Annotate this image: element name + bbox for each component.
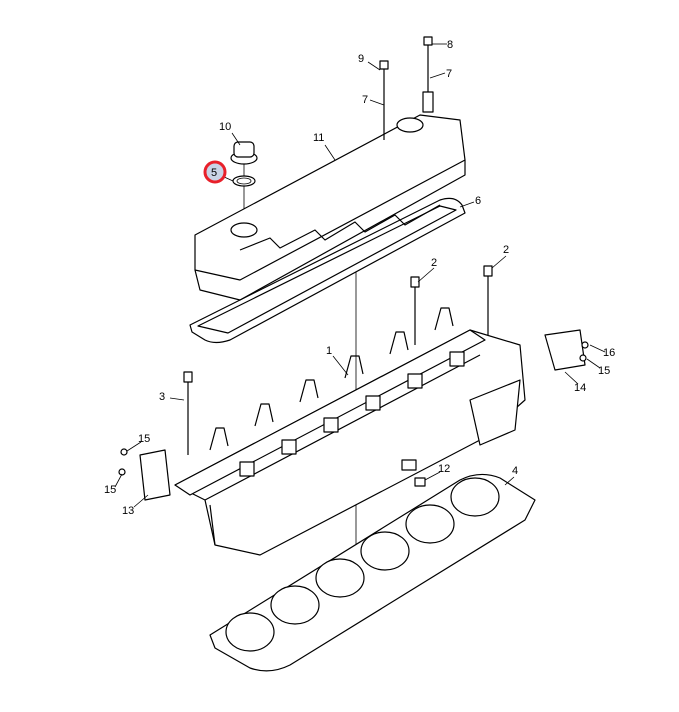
bolt-15-front-top[interactable] xyxy=(120,448,128,456)
cylinder-bore xyxy=(315,558,365,598)
bolt-15-rear[interactable] xyxy=(579,354,587,362)
head-bolt-2a[interactable] xyxy=(410,276,420,345)
cylinder-bore xyxy=(405,504,455,544)
rocker-pedestal xyxy=(344,355,364,379)
rocker-pedestal xyxy=(209,427,229,451)
plug-12[interactable] xyxy=(414,477,426,487)
callout-15[interactable]: 15 xyxy=(598,365,610,377)
o-ring-seal[interactable] xyxy=(232,175,256,187)
rocker-pedestal xyxy=(254,403,274,427)
head-bolt-3[interactable] xyxy=(183,371,193,455)
bolt-16[interactable] xyxy=(581,341,589,349)
callout-14[interactable]: 14 xyxy=(574,382,586,394)
cylinder-bore xyxy=(450,477,500,517)
valve-spring-seat xyxy=(407,373,423,389)
valve-spring-seat xyxy=(365,395,381,411)
callout-2[interactable]: 2 xyxy=(431,257,437,269)
rocker-pedestal xyxy=(434,307,454,331)
callout-13[interactable]: 13 xyxy=(122,505,134,517)
stud-8[interactable] xyxy=(422,36,434,113)
lifting-bracket-rear xyxy=(544,329,586,371)
highlight-ring xyxy=(203,160,227,184)
callout-7[interactable]: 7 xyxy=(362,94,368,106)
cylinder-head[interactable] xyxy=(139,307,586,556)
bolt-15-front-bottom[interactable] xyxy=(118,468,126,476)
callout-15[interactable]: 15 xyxy=(104,484,116,496)
callout-10[interactable]: 10 xyxy=(219,121,231,133)
callout-11[interactable]: 11 xyxy=(313,132,324,144)
callout-6[interactable]: 6 xyxy=(475,195,481,207)
callout-15[interactable]: 15 xyxy=(138,433,150,445)
callout-4[interactable]: 4 xyxy=(512,465,518,477)
rocker-pedestal xyxy=(389,331,409,355)
bolt-9[interactable] xyxy=(379,60,389,140)
lifting-bracket-front xyxy=(139,449,171,501)
sensor xyxy=(401,459,417,471)
oil-filler-cap[interactable] xyxy=(230,141,258,165)
leader-lines xyxy=(114,43,606,508)
cylinder-bore xyxy=(360,531,410,571)
valve-cover[interactable] xyxy=(194,114,466,301)
cylinder-bore xyxy=(225,612,275,652)
callout-8[interactable]: 8 xyxy=(447,39,453,51)
valve-spring-seat xyxy=(449,351,465,367)
callout-labels: 8 9 7 7 10 11 5 6 2 2 1 16 15 14 3 15 15… xyxy=(104,39,615,517)
callout-5[interactable]: 5 xyxy=(211,167,217,179)
callout-7[interactable]: 7 xyxy=(446,68,452,80)
callout-16[interactable]: 16 xyxy=(603,347,615,359)
valve-spring-seat xyxy=(281,439,297,455)
head-bolt-2b[interactable] xyxy=(483,265,493,335)
callout-1[interactable]: 1 xyxy=(326,345,332,357)
callout-2[interactable]: 2 xyxy=(503,244,509,256)
rocker-pedestal xyxy=(299,379,319,403)
callout-12[interactable]: 12 xyxy=(438,463,450,475)
valve-spring-seat xyxy=(323,417,339,433)
valve-spring-seat xyxy=(239,461,255,477)
head-gasket[interactable] xyxy=(209,473,536,672)
callout-3[interactable]: 3 xyxy=(159,391,165,403)
valve-cover-gasket[interactable] xyxy=(189,197,466,344)
cylinder-bore xyxy=(270,585,320,625)
callout-9[interactable]: 9 xyxy=(358,53,364,65)
